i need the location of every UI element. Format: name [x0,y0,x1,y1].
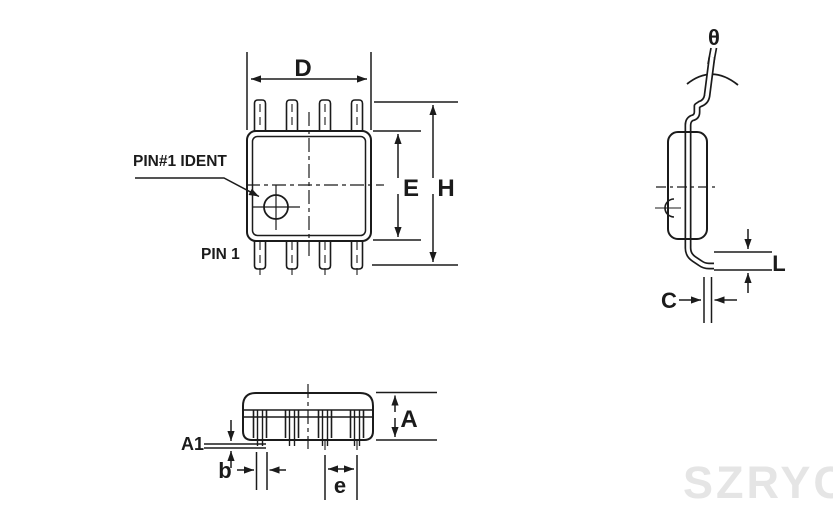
dimension-D: D [246,52,372,130]
bottom-pins [253,241,364,275]
dimension-H: H [372,101,458,266]
dimension-A: A [376,391,437,441]
pin1-ident-mark [135,177,300,230]
dimension-E: E [373,130,421,241]
pin1-ident-label: PIN#1 IDENT [133,153,227,170]
dim-label-e: e [334,473,346,498]
dim-label-L: L [772,251,785,276]
dim-label-H: H [437,175,454,202]
front-leads [252,410,365,450]
front-view: A A1 b e [181,384,437,500]
side-lead [684,56,716,270]
dim-label-C: C [661,288,677,313]
dimension-A1: A1 [181,420,266,468]
dim-label-A1: A1 [181,434,204,454]
package-body-front [242,384,374,449]
package-body-side [655,131,719,240]
top-pins [253,99,364,132]
dimension-e: e [324,455,358,500]
dim-label-D: D [294,55,311,82]
dim-label-b: b [218,458,231,483]
dimension-b: b [218,452,286,490]
watermark: SZRYC [683,457,833,505]
dimension-L: L [714,229,786,293]
dim-label-theta: θ [708,25,720,50]
dim-label-E: E [403,175,419,202]
pin1-label: PIN 1 [201,246,240,263]
centerlines-top [246,112,384,258]
side-view: θ L C [655,25,786,323]
dimension-C: C [661,277,737,323]
dim-label-A: A [400,406,417,433]
top-view: D [133,52,458,275]
